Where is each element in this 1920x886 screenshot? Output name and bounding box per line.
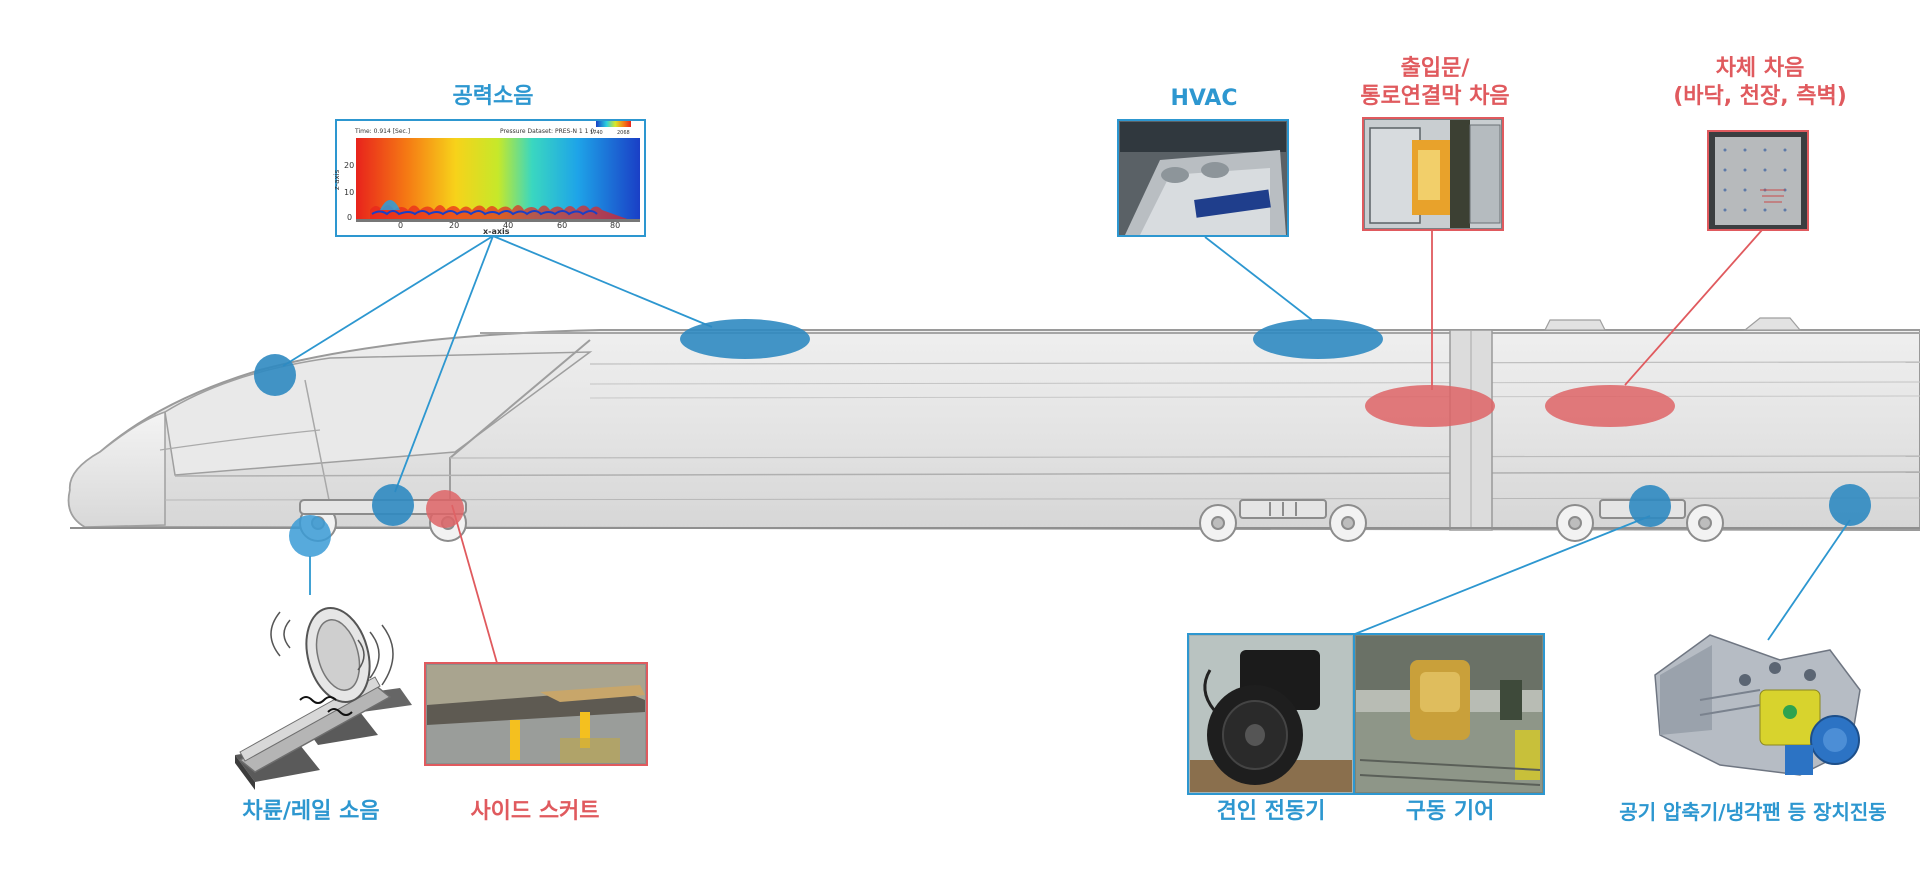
aero-marker-roof	[680, 319, 810, 359]
cfd-x-tick-0: 0	[398, 221, 403, 230]
cfd-y-tick-0: 0	[347, 213, 352, 222]
hvac-label: HVAC	[1170, 86, 1238, 111]
aero-marker-nose	[254, 354, 296, 396]
bogie-middle	[1199, 499, 1367, 542]
cfd-x-tick-60: 60	[557, 221, 567, 230]
hvac-marker	[1253, 319, 1383, 359]
cfd-legend-max: 2068	[617, 130, 630, 136]
door-label-line2: 통로연결막 차음	[1360, 84, 1510, 109]
cfd-x-tick-40: 40	[503, 221, 513, 230]
compressor-illustration	[1654, 634, 1861, 776]
body-marker	[1545, 385, 1675, 427]
compressor-label: 공기 압축기/냉각팬 등 장치진동	[1619, 800, 1887, 824]
body-label-line1: 차체 차음	[1715, 56, 1805, 81]
hvac-photo	[1117, 119, 1289, 237]
traction-marker	[1629, 485, 1671, 527]
side-skirt-marker	[426, 490, 464, 528]
traction-motor-photo	[1187, 633, 1355, 795]
compressor-marker	[1829, 484, 1871, 526]
aero-noise-label: 공력소음	[452, 84, 534, 109]
door-photo	[1362, 117, 1504, 231]
cfd-x-tick-80: 80	[610, 221, 620, 230]
cfd-color-legend	[596, 121, 631, 127]
cfd-legend-min: 1740	[590, 130, 603, 136]
train-body	[67, 317, 1920, 532]
drive-gear-label: 구동 기어	[1405, 799, 1495, 824]
body-label-line2: (바닥, 천장, 측벽)	[1673, 84, 1847, 109]
cfd-field	[356, 138, 640, 220]
cfd-plot: Time: 0.914 [Sec.] Pressure Dataset: PRE…	[333, 119, 646, 237]
cfd-x-axis-label: x-axis	[483, 227, 510, 236]
door-label-line1: 출입문/	[1400, 56, 1470, 81]
cfd-legend-text: Pressure Dataset: PRES-N 1 1 0:	[500, 128, 596, 135]
markers	[254, 319, 1871, 557]
cfd-x-tick-20: 20	[449, 221, 459, 230]
cfd-time-text: Time: 0.914 [Sec.]	[354, 128, 410, 135]
connector-lines	[282, 229, 1851, 664]
door-marker	[1365, 385, 1495, 427]
aero-marker-bogie	[372, 484, 414, 526]
cfd-y-axis-label: z-axis	[333, 169, 341, 190]
side-skirt-label: 사이드 스커트	[470, 799, 600, 824]
wheel-rail-marker	[289, 515, 331, 557]
wheel-rail-label: 차륜/레일 소음	[242, 799, 380, 824]
drive-gear-photo	[1353, 633, 1545, 795]
wheel-rail-illustration	[235, 606, 412, 790]
body-panel-photo	[1707, 130, 1809, 231]
cfd-y-tick-10: 10	[344, 188, 354, 197]
cfd-y-tick-20: 20	[344, 161, 354, 170]
side-skirt-photo	[424, 662, 648, 766]
traction-motor-label: 견인 전동기	[1216, 799, 1326, 824]
